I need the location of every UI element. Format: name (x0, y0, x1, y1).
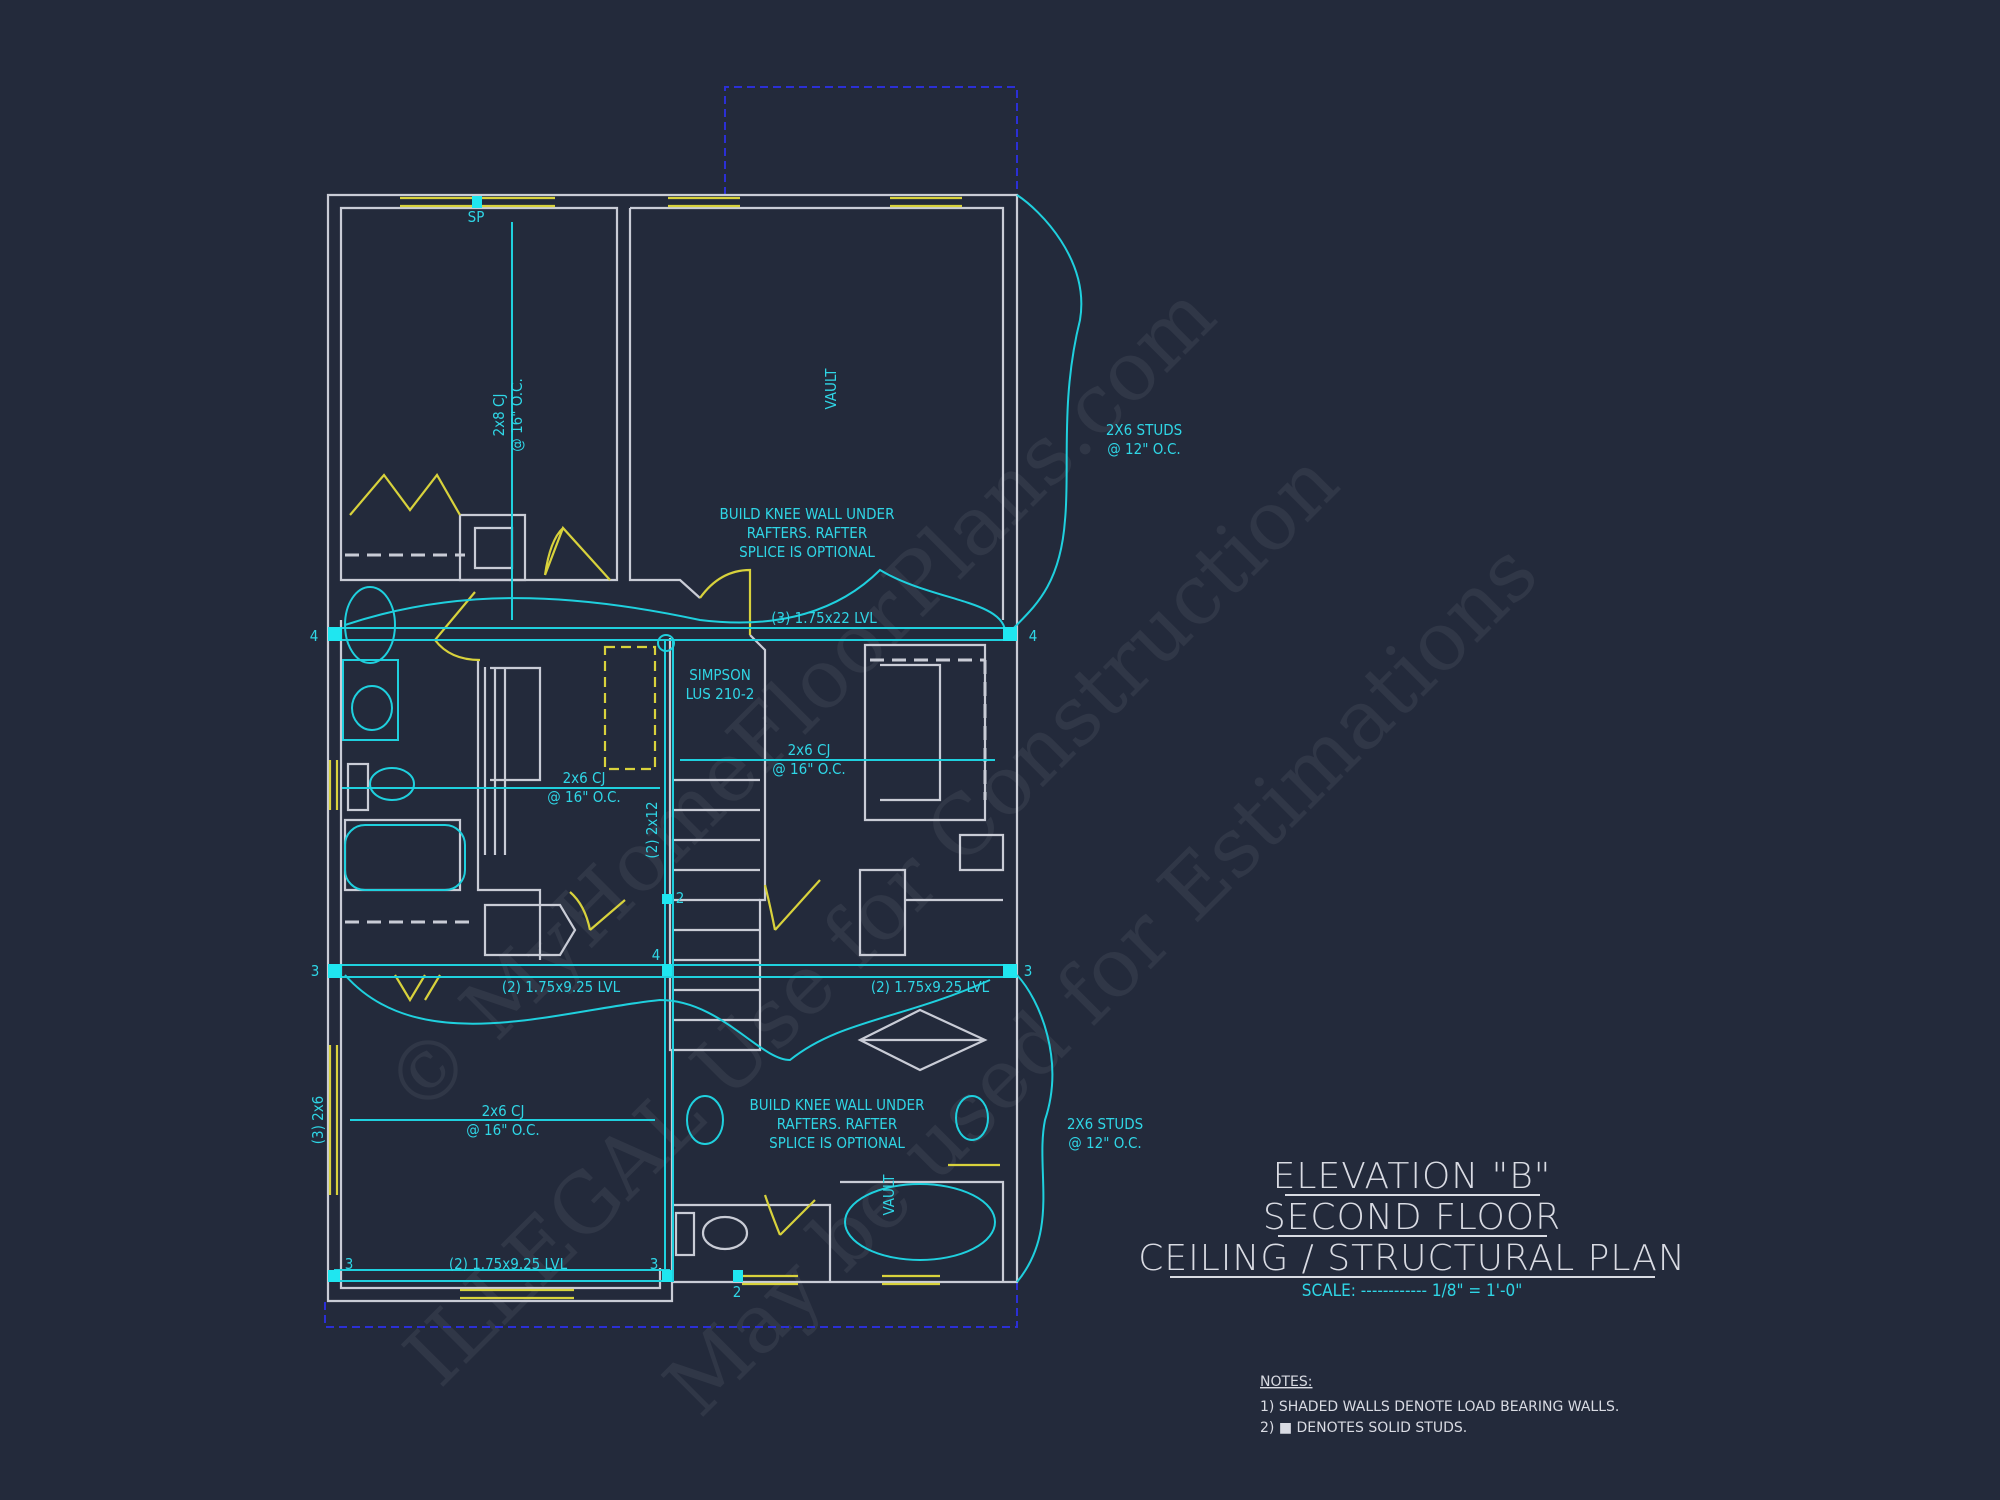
grid-marker: 4 (1029, 627, 1038, 645)
beam-label: (2) 1.75x9.25 LVL (502, 978, 621, 996)
grid-marker: 2 (676, 889, 685, 907)
grid-marker: 3 (311, 962, 320, 980)
knee-wall-note-3: SPLICE IS OPTIONAL (739, 543, 875, 561)
post-label: (3) 2x6 (309, 1096, 327, 1145)
cj-2x8-label: 2x8 CJ (490, 394, 508, 437)
roof-outline (324, 86, 1018, 1328)
header-label: (2) 2x12 (643, 801, 661, 858)
cj-spacing: @ 16" O.C. (466, 1121, 539, 1139)
grid-marker: 2 (733, 1283, 742, 1301)
grid-marker: 3 (1024, 962, 1033, 980)
studs-label: 2X6 STUDS (1106, 421, 1182, 439)
structural (328, 194, 1083, 1283)
plan-title-elevation: ELEVATION "B" (1273, 1156, 1552, 1197)
note-item: 1) SHADED WALLS DENOTE LOAD BEARING WALL… (1260, 1399, 1619, 1415)
scale-label: SCALE: ------------ 1/8" = 1'-0" (1302, 1281, 1523, 1301)
note-item: 2) ■ DENOTES SOLID STUDS. (1260, 1420, 1467, 1436)
cj-spacing: @ 16" O.C. (772, 760, 845, 778)
cj-spacing: @ 16" O.C. (547, 788, 620, 806)
knee-wall-note: BUILD KNEE WALL UNDER (720, 505, 895, 523)
grid-marker: 4 (310, 627, 319, 645)
fixtures (342, 586, 996, 1261)
title-block: ELEVATION "B" SECOND FLOOR CEILING / STR… (1138, 1156, 1686, 1301)
vault-label: VAULT (822, 368, 840, 410)
beam-label: (2) 1.75x9.25 LVL (449, 1255, 568, 1273)
simpson-model: LUS 210-2 (686, 685, 755, 703)
plan-labels: SP 2x8 CJ @ 16" O.C. VAULT BUILD KNEE WA… (309, 208, 1182, 1273)
sp-label: SP (468, 208, 485, 226)
notes: NOTES: 1) SHADED WALLS DENOTE LOAD BEARI… (1260, 1374, 1619, 1436)
knee-wall-note-2: RAFTERS. RAFTER (747, 524, 867, 542)
grid-markers: 4 4 3 3 2 4 3 3 2 (310, 627, 1038, 1301)
grid-marker: 4 (652, 946, 661, 964)
cj-label: 2x6 CJ (482, 1102, 525, 1120)
knee-wall-note: BUILD KNEE WALL UNDER (750, 1096, 925, 1114)
cj-label: 2x6 CJ (788, 741, 831, 759)
studs-label: 2X6 STUDS (1067, 1115, 1143, 1133)
beam-label: (3) 1.75x22 LVL (771, 609, 877, 627)
cj-2x8-spacing: @ 16" O.C. (508, 378, 526, 451)
plan-title-floor: SECOND FLOOR (1263, 1197, 1561, 1238)
simpson-label: SIMPSON (689, 666, 751, 684)
plan-title-type: CEILING / STRUCTURAL PLAN (1138, 1238, 1686, 1279)
grid-marker: 3 (650, 1255, 659, 1273)
grid-marker: 3 (345, 1255, 354, 1273)
vault-label: VAULT (880, 1174, 898, 1216)
studs-spacing: @ 12" O.C. (1068, 1134, 1141, 1152)
beam-label: (2) 1.75x9.25 LVL (871, 978, 990, 996)
knee-wall-note-2: RAFTERS. RAFTER (777, 1115, 897, 1133)
notes-heading: NOTES: (1260, 1374, 1313, 1390)
cj-label: 2x6 CJ (563, 769, 606, 787)
studs-spacing: @ 12" O.C. (1107, 440, 1180, 458)
knee-wall-note-3: SPLICE IS OPTIONAL (769, 1134, 905, 1152)
